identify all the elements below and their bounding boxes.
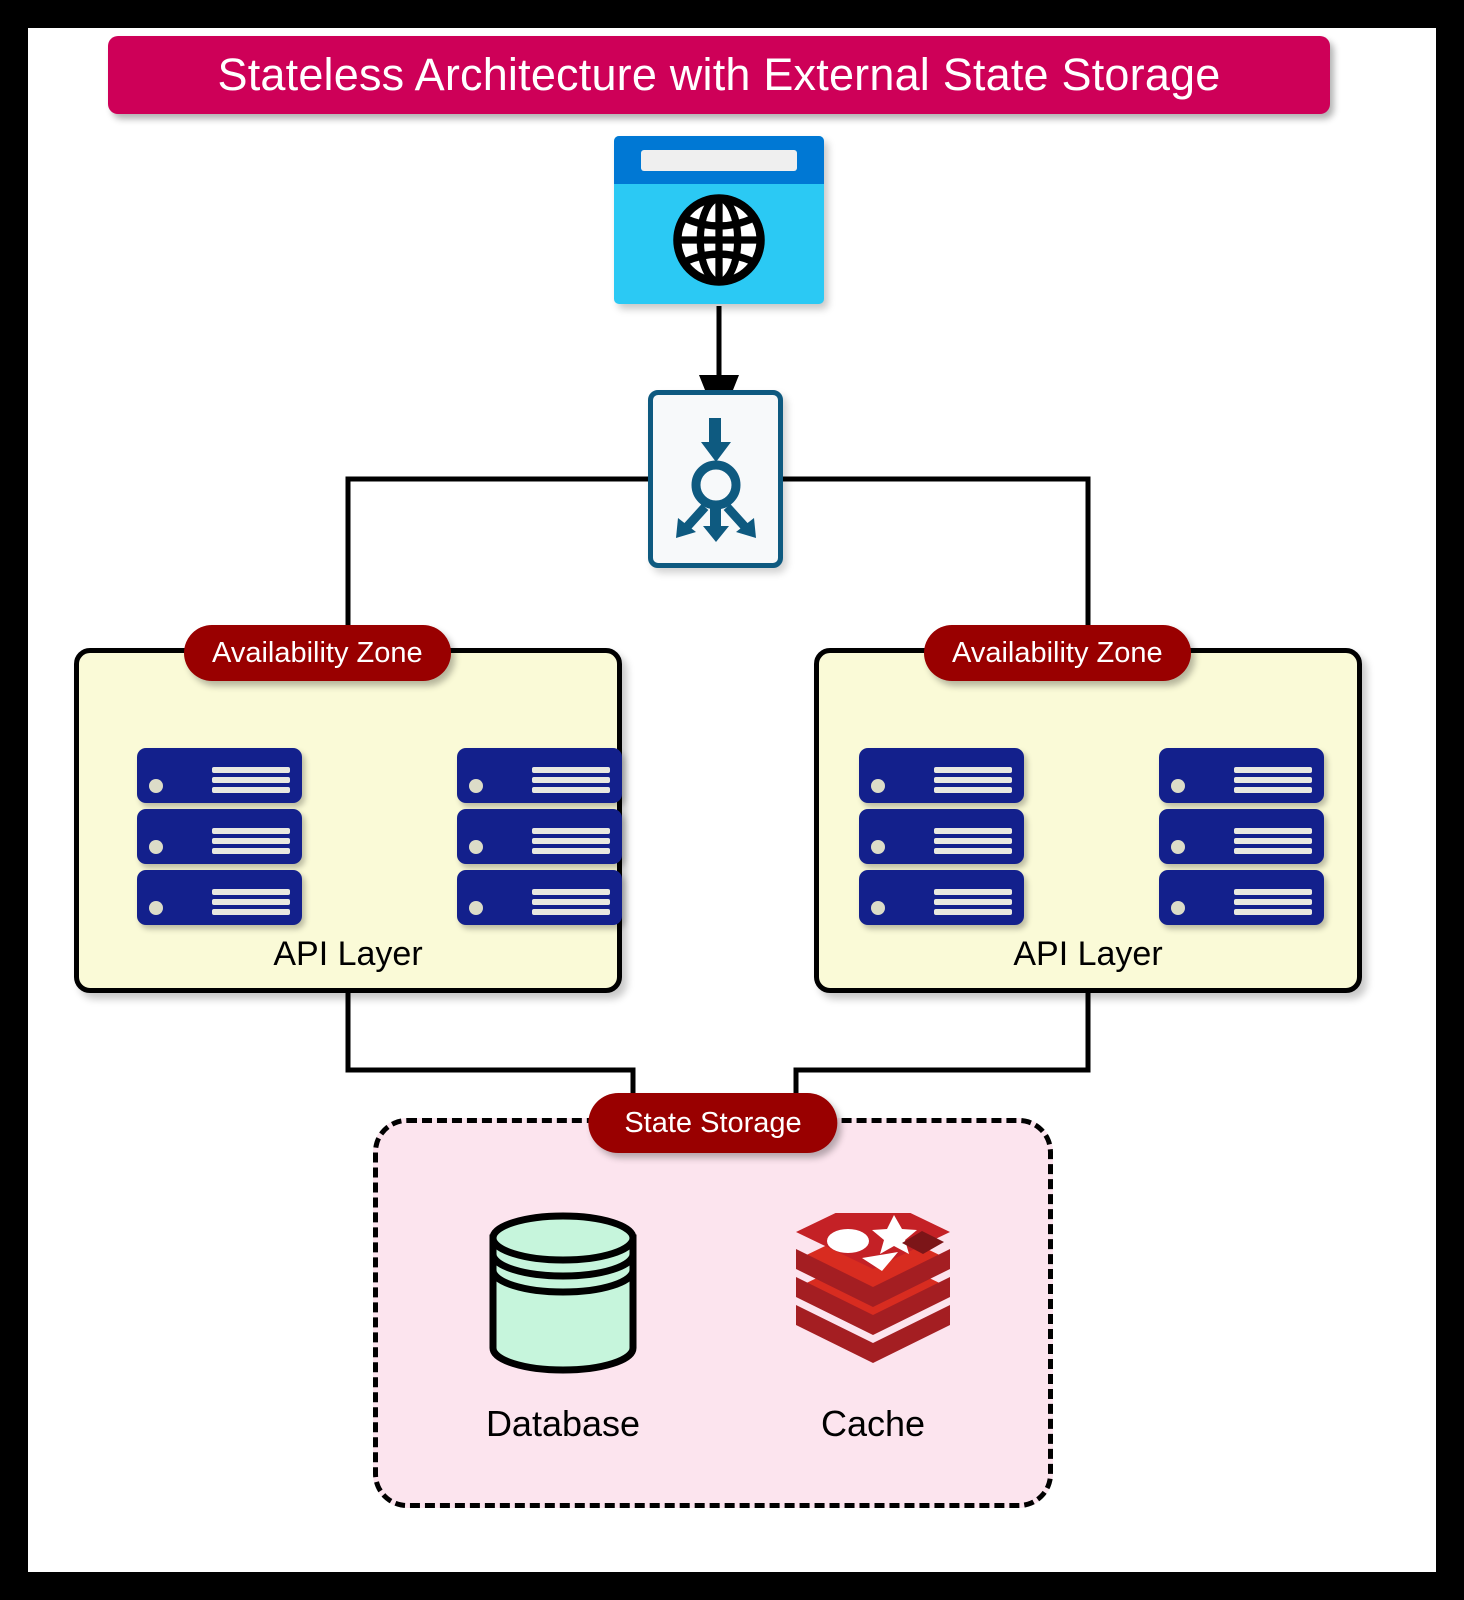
server-unit[interactable]: [1159, 809, 1324, 864]
server-vent-icon: [532, 885, 610, 915]
load-balancer-node[interactable]: [648, 390, 783, 568]
connector-lb-to-zone-right: [783, 476, 1108, 681]
server-unit[interactable]: [457, 870, 622, 925]
server-rack[interactable]: [859, 748, 1024, 931]
server-unit[interactable]: [457, 748, 622, 803]
server-unit[interactable]: [457, 809, 622, 864]
page-title: Stateless Architecture with External Sta…: [217, 49, 1221, 100]
cache-caption: Cache: [820, 1403, 926, 1444]
server-led-icon: [469, 779, 483, 793]
server-vent-icon: [1234, 824, 1312, 854]
server-rack[interactable]: [137, 748, 302, 931]
server-vent-icon: [934, 824, 1012, 854]
connector-zone-right-to-storage: [776, 993, 1091, 1153]
server-vent-icon: [212, 763, 290, 793]
connector-zone-left-to-storage: [345, 993, 653, 1153]
server-led-icon: [871, 901, 885, 915]
globe-icon: [673, 194, 765, 286]
diagram-title-bar: Stateless Architecture with External Sta…: [108, 36, 1330, 114]
server-vent-icon: [212, 885, 290, 915]
server-unit[interactable]: [137, 870, 302, 925]
cache-art: [748, 1193, 998, 1393]
availability-zone-right-label: Availability Zone: [924, 625, 1191, 681]
database-node[interactable]: Database: [438, 1193, 688, 1445]
api-layer-caption-right: API Layer: [1013, 935, 1163, 973]
server-unit[interactable]: [859, 748, 1024, 803]
redis-stack-icon: [795, 1213, 950, 1363]
server-rack[interactable]: [1159, 748, 1324, 931]
server-unit[interactable]: [1159, 748, 1324, 803]
server-vent-icon: [934, 885, 1012, 915]
server-unit[interactable]: [137, 748, 302, 803]
server-rack[interactable]: [457, 748, 622, 931]
server-vent-icon: [532, 763, 610, 793]
connector-lb-to-zone-left: [328, 476, 648, 681]
availability-zone-left[interactable]: Availability Zone: [74, 625, 622, 993]
browser-titlebar: [614, 136, 824, 184]
server-vent-icon: [934, 763, 1012, 793]
server-led-icon: [1171, 840, 1185, 854]
server-unit[interactable]: [137, 809, 302, 864]
server-led-icon: [871, 779, 885, 793]
server-led-icon: [1171, 901, 1185, 915]
server-led-icon: [469, 901, 483, 915]
server-vent-icon: [1234, 763, 1312, 793]
server-led-icon: [469, 840, 483, 854]
server-unit[interactable]: [859, 870, 1024, 925]
cache-node[interactable]: Cache: [748, 1193, 998, 1445]
database-cylinder-icon: [489, 1212, 637, 1374]
state-storage-label: State Storage: [588, 1093, 838, 1153]
client-browser-node[interactable]: [614, 136, 824, 304]
server-led-icon: [149, 779, 163, 793]
load-balancer-icon: [675, 418, 756, 542]
availability-zone-right[interactable]: Availability Zone: [814, 625, 1362, 993]
database-art: [438, 1193, 688, 1393]
server-vent-icon: [212, 824, 290, 854]
server-led-icon: [871, 840, 885, 854]
browser-url-bar: [641, 150, 797, 171]
state-storage-group[interactable]: State Storage Database: [373, 1093, 1053, 1508]
availability-zone-left-label: Availability Zone: [184, 625, 451, 681]
server-unit[interactable]: [859, 809, 1024, 864]
server-unit[interactable]: [1159, 870, 1324, 925]
server-led-icon: [1171, 779, 1185, 793]
server-led-icon: [149, 840, 163, 854]
diagram-canvas: Stateless Architecture with External Sta…: [28, 28, 1436, 1572]
server-led-icon: [149, 901, 163, 915]
server-vent-icon: [1234, 885, 1312, 915]
server-vent-icon: [532, 824, 610, 854]
api-layer-caption-left: API Layer: [273, 935, 423, 973]
database-caption: Database: [485, 1403, 641, 1444]
